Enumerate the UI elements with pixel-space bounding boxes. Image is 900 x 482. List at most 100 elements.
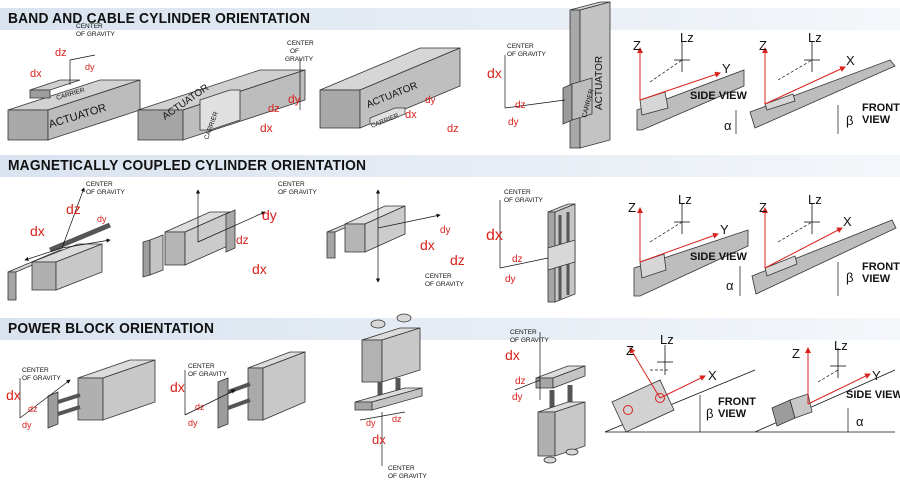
dx-label-4: dx (487, 65, 502, 81)
dy-label-p4: dy (512, 392, 523, 403)
cog-label-m4a: CENTER (504, 189, 531, 196)
dx-label-p2: dx (170, 379, 185, 395)
z-label-sv3: Z (792, 346, 800, 361)
dy-label-2: dy (288, 92, 301, 106)
side-view-label-1: SIDE VIEW (690, 90, 747, 102)
x-label-fv1: X (846, 53, 855, 68)
cog-label-4b: OF GRAVITY (507, 51, 547, 58)
section-title-magnetic: MAGNETICALLY COUPLED CYLINDER ORIENTATIO… (8, 157, 367, 174)
magnetic-diagram-1: CENTER OF GRAVITY dz dx dy (7, 181, 126, 301)
side-view-diagram-2: Z Y Lz SIDE VIEW α (628, 192, 749, 297)
y-label-sv2: Y (720, 222, 729, 237)
cog-label-p1a: CENTER (22, 367, 49, 374)
lz-label-fv2: Lz (808, 192, 822, 207)
cog-label-p2b: OF GRAVITY (188, 371, 228, 378)
dz-label-1: dz (55, 47, 67, 59)
cog-label-p1b: OF GRAVITY (22, 375, 62, 382)
section-title-power-block: POWER BLOCK ORIENTATION (8, 320, 215, 337)
front-view-diagram-3: Z X Lz FRONT VIEW β (604, 332, 756, 433)
dy-label-m1: dy (97, 214, 107, 224)
dx-label-p1: dx (6, 387, 21, 403)
dx-label-2: dx (260, 121, 273, 135)
section-band-band-cable: BAND AND CABLE CYLINDER ORIENTATION (0, 8, 900, 30)
dz-label-p2: dz (195, 402, 205, 412)
power-block-diagram-2: CENTER OF GRAVITY dx dz dy (170, 351, 306, 429)
magnetic-diagram-2: CENTER OF GRAVITY dy dz dx (142, 181, 318, 278)
dx-label-3: dx (405, 109, 417, 121)
beta-label-2: β (846, 270, 853, 285)
beta-label-1: β (846, 113, 853, 128)
section-band-magnetic: MAGNETICALLY COUPLED CYLINDER ORIENTATIO… (0, 155, 900, 177)
dz-label-2: dz (268, 103, 280, 115)
alpha-label-3: α (856, 414, 864, 429)
dx-label-m2: dx (252, 261, 267, 277)
band-cable-diagram-4: ACTUATOR CARRIER CENTER OF GRAVITY dx dz… (487, 1, 611, 149)
front-view-label-1a: FRONT (862, 102, 900, 114)
front-view-label-1b: VIEW (862, 114, 891, 126)
cog-label-m2b: OF GRAVITY (278, 189, 318, 196)
alpha-label-2: α (726, 278, 734, 293)
cog-label-2b: OF (290, 48, 299, 55)
front-view-label-3b: VIEW (718, 408, 747, 420)
x-label-fv3: X (708, 368, 717, 383)
dx-label-m3: dx (420, 237, 435, 253)
cog-label-m3b: OF GRAVITY (425, 281, 465, 288)
side-view-label-2: SIDE VIEW (690, 251, 747, 263)
lz-label-fv3: Lz (660, 332, 674, 347)
cog-label-p2a: CENTER (188, 363, 215, 370)
cog-label-1b: OF GRAVITY (76, 31, 116, 38)
dy-label-m4: dy (505, 274, 516, 285)
z-label-sv2: Z (628, 200, 636, 215)
lz-label-sv2: Lz (678, 192, 692, 207)
band-cable-diagram-3: ACTUATOR CARRIER dy dx dz (319, 47, 461, 135)
dx-label-p3: dx (372, 432, 386, 447)
dx-label-m4: dx (486, 227, 503, 244)
dz-label-p1: dz (28, 404, 38, 414)
side-view-diagram-1: Z Y Lz SIDE VIEW α (633, 30, 747, 134)
dz-label-m4: dz (512, 254, 523, 265)
band-cable-diagram-1: ACTUATOR CARRIER CENTER OF GRAVITY dz dx… (7, 23, 141, 141)
y-label-sv1: Y (722, 61, 731, 76)
cog-label-2c: GRAVITY (285, 56, 314, 63)
cog-label-p3a: CENTER (388, 465, 415, 472)
side-view-label-3: SIDE VIEW (846, 389, 900, 401)
power-block-diagram-4: CENTER OF GRAVITY dx dz dy (505, 329, 586, 464)
dy-label-m2: dy (262, 207, 277, 223)
x-label-fv2: X (843, 214, 852, 229)
front-view-diagram-1: Z X Lz FRONT VIEW β (749, 30, 900, 134)
dx-label-p4: dx (505, 347, 520, 363)
cog-label-m2a: CENTER (278, 181, 305, 188)
cog-label-m3a: CENTER (425, 273, 452, 280)
dz-label-p3: dz (392, 414, 402, 424)
lz-label-sv3: Lz (834, 338, 848, 353)
dx-label-m1: dx (30, 223, 45, 239)
dy-label-m3: dy (440, 225, 451, 236)
z-label-fv2: Z (759, 200, 767, 215)
cog-label-p4a: CENTER (510, 329, 537, 336)
dz-label-m1: dz (66, 201, 81, 217)
side-view-diagram-3: Z Y Lz SIDE VIEW α (754, 338, 900, 433)
front-view-diagram-2: Z X Lz FRONT VIEW β (751, 192, 900, 296)
cog-label-4a: CENTER (507, 43, 534, 50)
y-label-sv3: Y (872, 368, 881, 383)
dy-label-p1: dy (22, 420, 32, 430)
dy-label-3: dy (425, 95, 436, 106)
power-block-diagram-1: CENTER OF GRAVITY dx dz dy (6, 359, 156, 430)
front-view-label-3a: FRONT (718, 396, 756, 408)
dz-label-m3: dz (450, 252, 465, 268)
dz-label-3: dz (447, 123, 459, 135)
cog-label-m4b: OF GRAVITY (504, 197, 544, 204)
cog-label-2a: CENTER (287, 40, 314, 47)
z-label-sv1: Z (633, 38, 641, 53)
dz-label-p4: dz (515, 376, 526, 387)
dy-label-1: dy (85, 62, 95, 72)
lz-label-sv1: Lz (680, 30, 694, 45)
power-block-diagram-3: dy dz dx CENTER OF GRAVITY (354, 313, 428, 480)
dy-label-4: dy (508, 117, 519, 128)
cog-label-m1b: OF GRAVITY (86, 189, 126, 196)
lz-label-fv1: Lz (808, 30, 822, 45)
alpha-label-1: α (724, 118, 732, 133)
dy-label-p3: dy (366, 418, 376, 428)
front-view-label-2b: VIEW (862, 273, 891, 285)
